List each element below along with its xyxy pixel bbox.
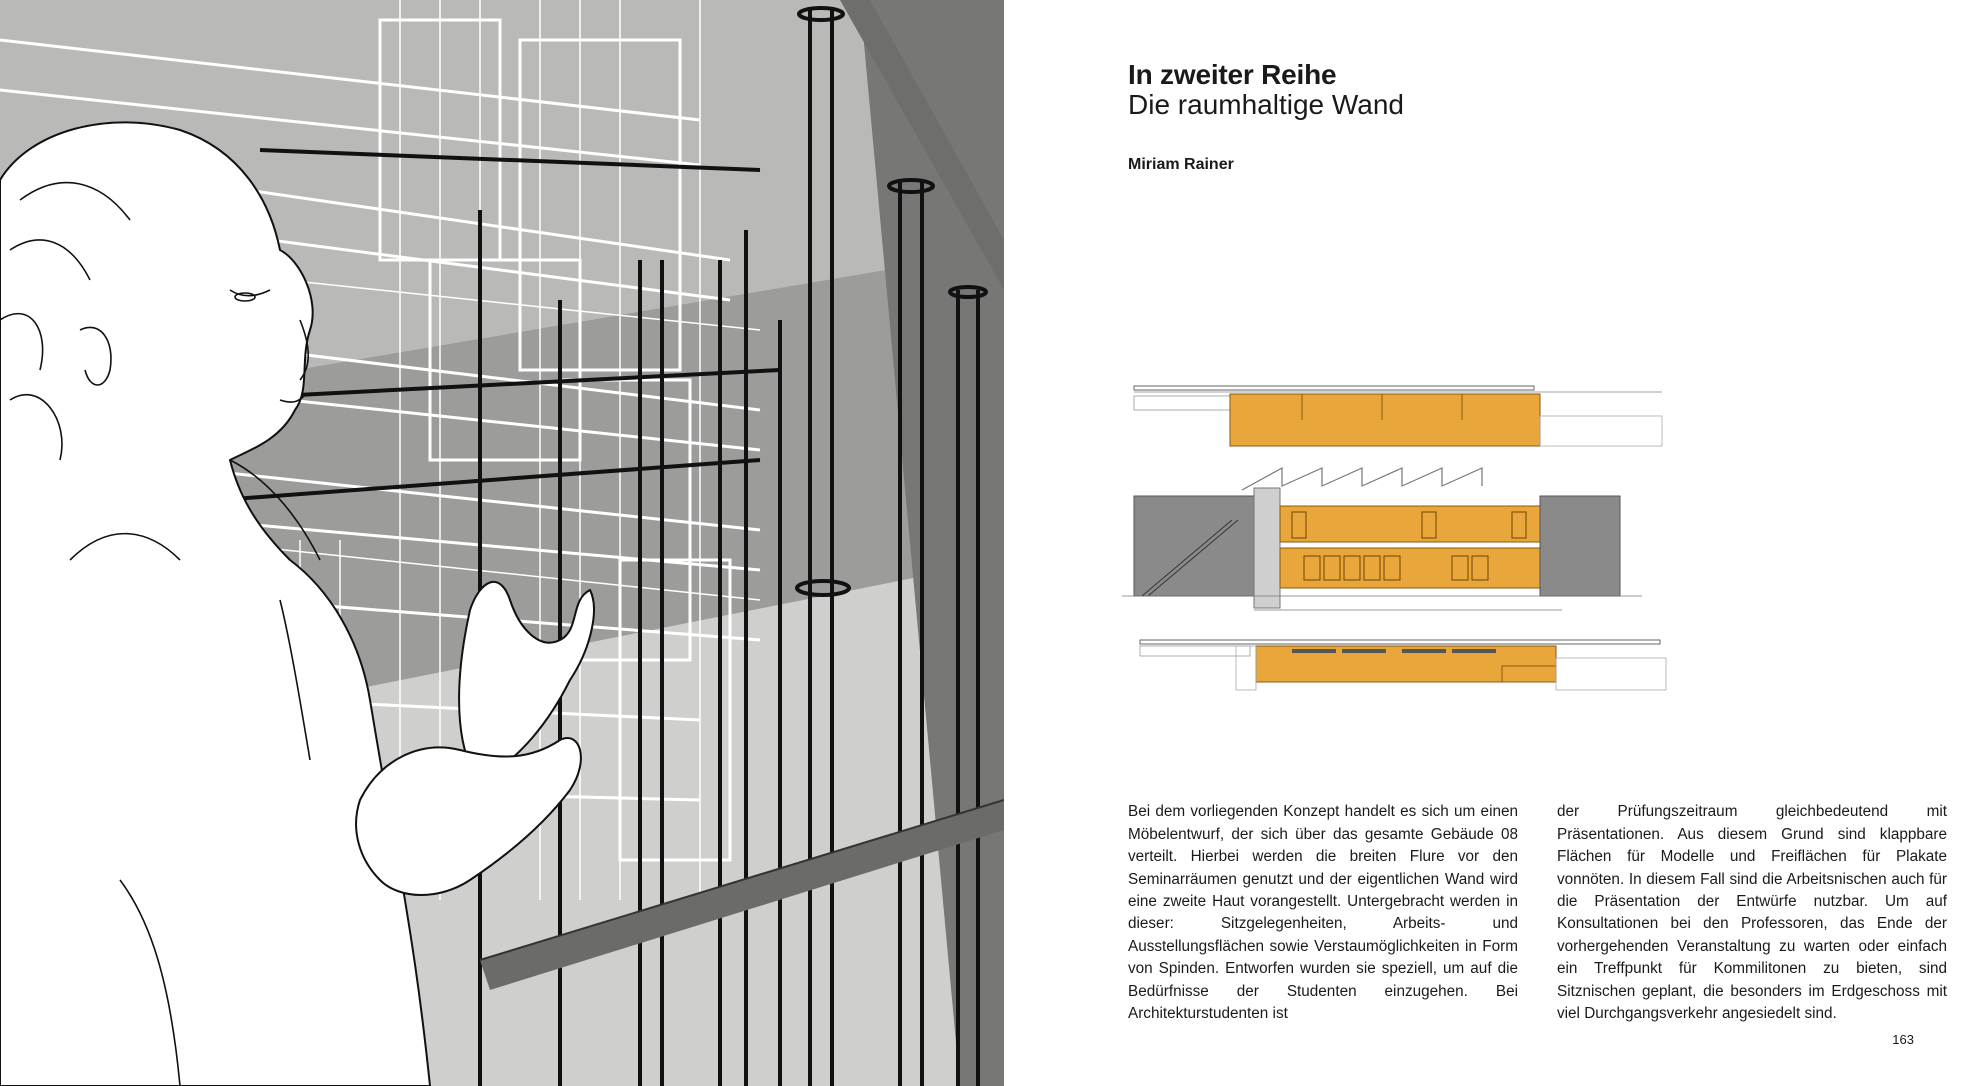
- corridor-render-illustration: [0, 0, 1004, 1086]
- body-text-column-1: Bei dem vorliegenden Konzept handelt es …: [1128, 803, 1518, 1022]
- text-page: In zweiter Reihe Die raumhaltige Wand Mi…: [1004, 0, 1984, 1086]
- elevation-top: [1133, 385, 1663, 447]
- elevation-drawings-figure: [1122, 385, 1667, 691]
- article-title: In zweiter Reihe: [1128, 59, 1337, 90]
- elevation-middle: [1122, 466, 1642, 611]
- author-name: Miriam Rainer: [1128, 156, 1234, 173]
- elevation-bottom: [1139, 639, 1667, 691]
- body-text-column-2: der Prüfungszeitraum gleichbedeutend mit…: [1557, 803, 1947, 1022]
- page-number: 163: [1892, 1032, 1914, 1047]
- article-subtitle: Die raumhaltige Wand: [1128, 89, 1404, 120]
- illustration-page: [0, 0, 1004, 1086]
